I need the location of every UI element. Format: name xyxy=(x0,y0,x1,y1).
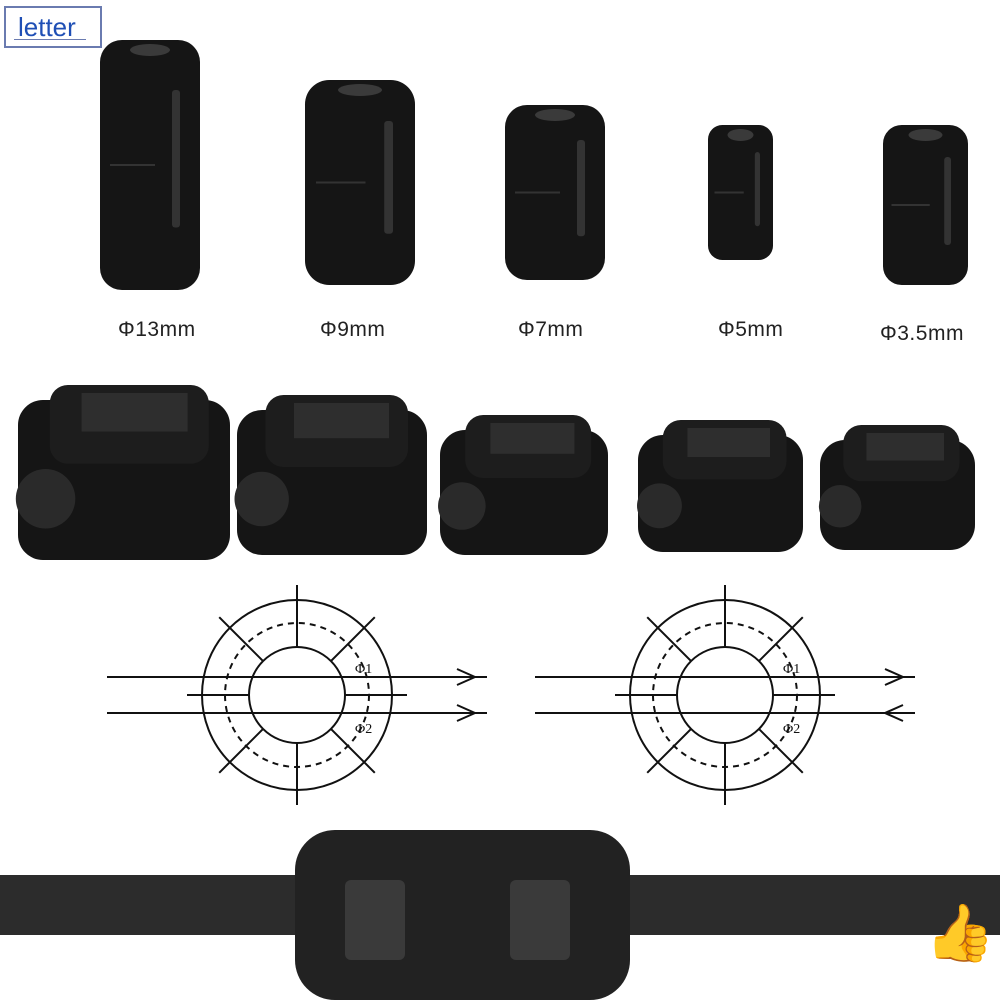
arrow-icon xyxy=(882,704,904,722)
core-clip xyxy=(754,152,760,227)
core-latch xyxy=(687,428,770,458)
arrow-icon xyxy=(456,704,478,722)
size-label-5mm: Φ5mm xyxy=(718,318,784,341)
vertical-ferrite-core xyxy=(708,125,773,260)
core-clip xyxy=(384,121,393,234)
field-line xyxy=(330,728,376,774)
vertical-ferrite-core xyxy=(100,40,200,290)
core-hole xyxy=(130,44,170,56)
core-hole xyxy=(727,129,754,141)
core-latch xyxy=(490,423,575,454)
field-line xyxy=(758,616,804,662)
core-hole xyxy=(818,485,862,528)
vertical-ferrite-core xyxy=(883,125,968,285)
core-hole xyxy=(637,483,682,529)
core-latch xyxy=(294,403,389,439)
thumbs-up-icon: 👍 xyxy=(925,901,995,964)
inner-ring xyxy=(248,646,346,744)
core-clip xyxy=(172,90,180,228)
flux-diagram xyxy=(535,585,915,805)
core-clip xyxy=(944,157,951,245)
field-line xyxy=(330,616,376,662)
logo-text: letter xyxy=(18,12,76,42)
vertical-ferrite-core xyxy=(505,105,605,280)
core-hole xyxy=(908,129,943,141)
size-label-13mm: Φ13mm xyxy=(118,318,196,341)
core-latch xyxy=(81,393,188,432)
field-line xyxy=(758,728,804,774)
core-hole xyxy=(535,109,575,121)
arrow-icon xyxy=(884,668,906,686)
field-line xyxy=(646,616,692,662)
horizontal-ferrite-core xyxy=(438,415,608,555)
field-line xyxy=(646,728,692,774)
field-line xyxy=(218,616,264,662)
core-hole xyxy=(15,469,76,529)
core-hole xyxy=(234,471,289,527)
core-latch xyxy=(866,433,944,461)
core-clip xyxy=(577,140,585,237)
field-line xyxy=(218,728,264,774)
size-label-3-5mm: Φ3.5mm xyxy=(880,322,964,345)
horizontal-ferrite-core xyxy=(15,385,230,560)
core-hole xyxy=(438,482,486,530)
flux-label-1: Φ1 xyxy=(783,662,800,677)
core-hole xyxy=(338,84,382,96)
horizontal-ferrite-core xyxy=(234,395,427,555)
flux-diagram xyxy=(107,585,487,805)
ferrite-clip-left xyxy=(345,880,405,960)
brand-logo: letter xyxy=(4,6,102,48)
size-label-7mm: Φ7mm xyxy=(518,318,584,341)
arrow-icon xyxy=(456,668,478,686)
ferrite-clip-right xyxy=(510,880,570,960)
vertical-ferrite-core xyxy=(305,80,415,285)
inner-ring xyxy=(676,646,774,744)
logo-underline xyxy=(14,39,86,40)
horizontal-ferrite-core xyxy=(818,425,975,550)
horizontal-ferrite-core xyxy=(637,420,803,552)
flux-label-2: Φ2 xyxy=(355,722,372,737)
flux-label-1: Φ1 xyxy=(355,662,372,677)
flux-label-2: Φ2 xyxy=(783,722,800,737)
size-label-9mm: Φ9mm xyxy=(320,318,386,341)
